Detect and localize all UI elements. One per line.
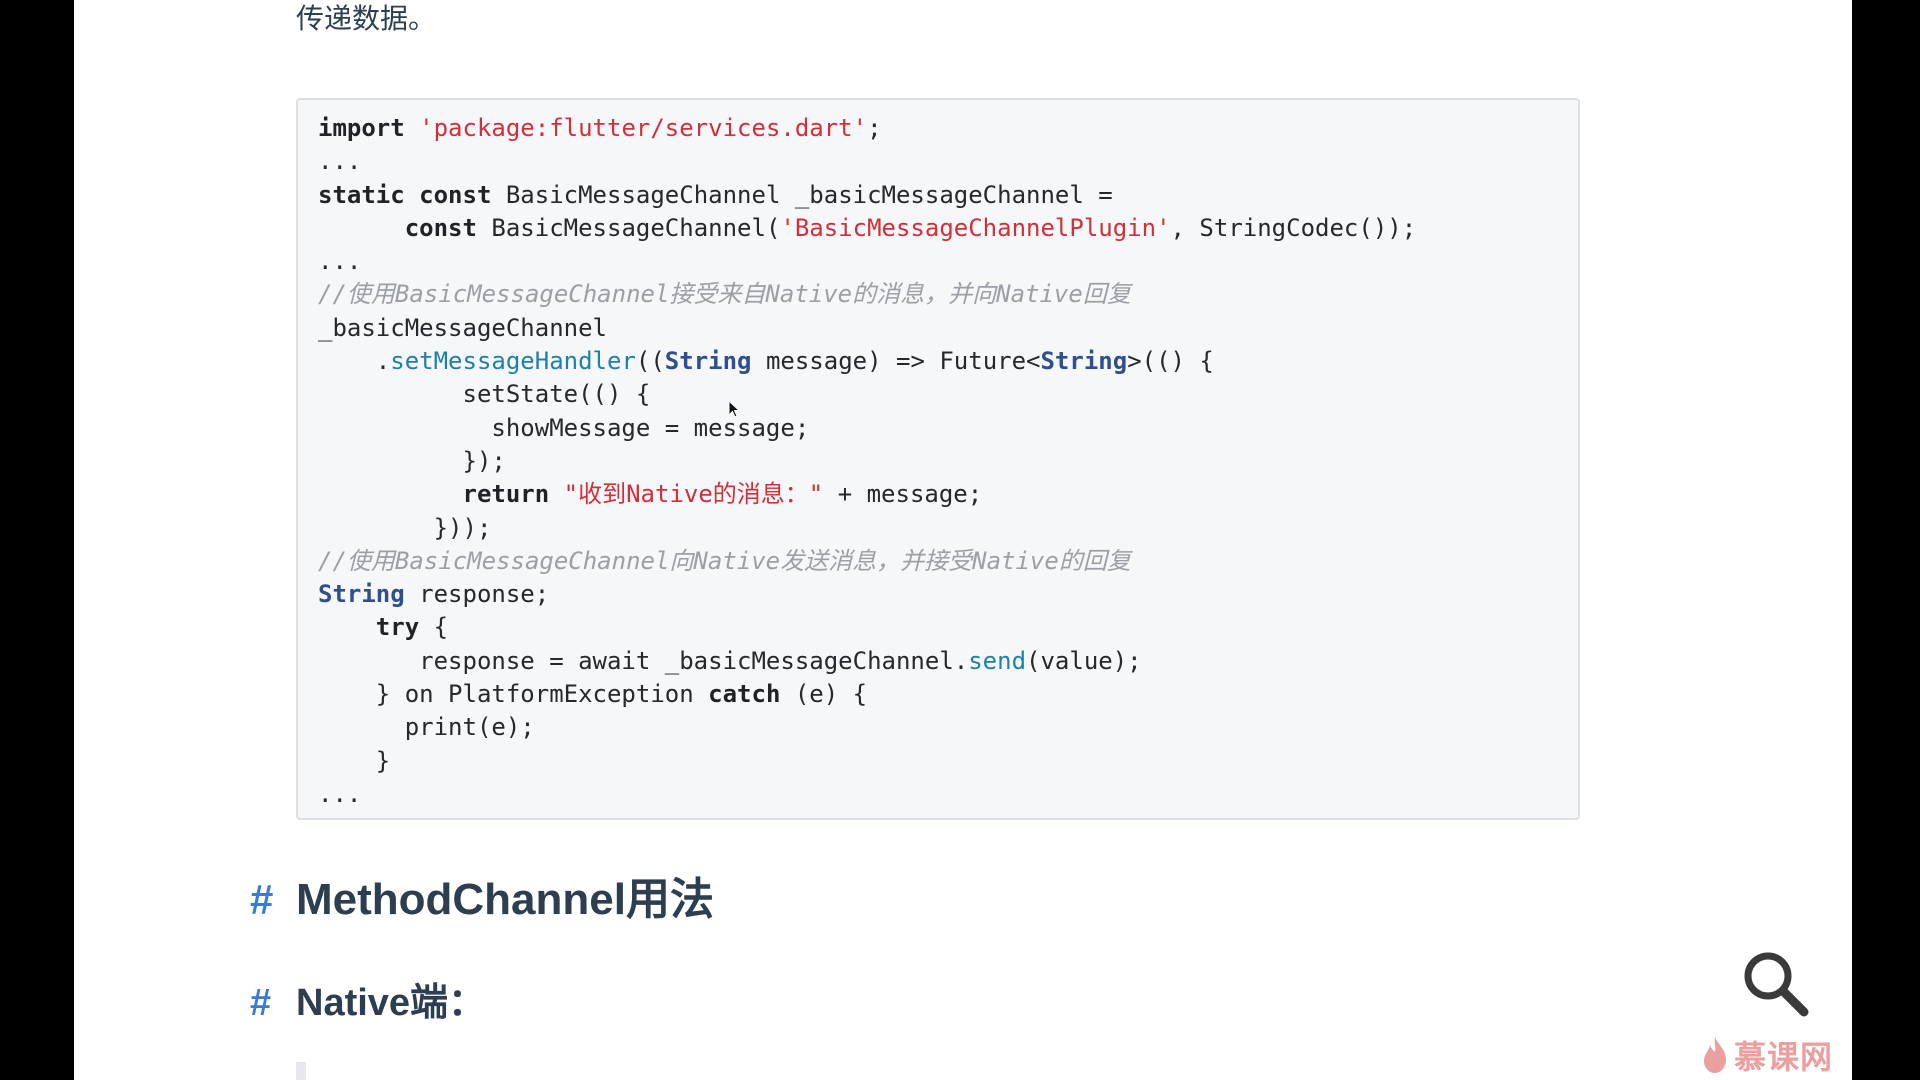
code-line: print(e);: [318, 711, 1416, 744]
code-token: {: [419, 613, 449, 642]
mouse-cursor-icon: [728, 400, 740, 418]
code-line: });: [318, 445, 1416, 478]
code-token: print(e);: [318, 713, 535, 742]
code-line: showMessage = message;: [318, 412, 1416, 445]
code-token: _basicMessageChannel: [318, 313, 607, 342]
code-lines: import 'package:flutter/services.dart';.…: [318, 112, 1416, 811]
code-line: }: [318, 745, 1416, 778]
document-page: 传递数据。 import 'package:flutter/services.d…: [74, 0, 1852, 1080]
code-token: ...: [318, 147, 362, 176]
code-token: send: [968, 646, 1027, 675]
code-token: setState(() {: [318, 380, 651, 409]
code-line: ...: [318, 778, 1416, 811]
code-token: 'package:flutter/services.dart': [419, 114, 868, 142]
heading-text: MethodChannel用法: [296, 875, 714, 924]
lead-paragraph: 传递数据。: [296, 2, 437, 35]
code-token: ;: [867, 114, 882, 142]
code-token: setMessageHandler: [390, 347, 636, 376]
code-token: import: [318, 114, 405, 142]
code-line: static const BasicMessageChannel _basicM…: [318, 179, 1416, 212]
code-line: response = await _basicMessageChannel.se…: [318, 645, 1416, 678]
watermark-logo: 慕课网: [1700, 1032, 1833, 1078]
code-line: setState(() {: [318, 378, 1416, 411]
code-line: _basicMessageChannel: [318, 312, 1416, 345]
code-line: //使用BasicMessageChannel向Native发送消息，并接受Na…: [318, 545, 1416, 578]
watermark-text: 慕课网: [1734, 1038, 1834, 1076]
code-line: try {: [318, 611, 1416, 644]
code-token: "收到Native的消息：": [563, 480, 824, 509]
code-token: .: [318, 347, 391, 376]
code-token: , StringCodec());: [1170, 213, 1417, 242]
code-token: response = await _basicMessageChannel.: [318, 646, 969, 675]
code-token: return: [462, 480, 550, 509]
code-token: [405, 114, 419, 142]
code-line: const BasicMessageChannel('BasicMessageC…: [318, 212, 1416, 245]
code-token: ((: [635, 347, 665, 376]
heading-anchor-link[interactable]: #: [250, 982, 272, 1024]
code-line: }));: [318, 512, 1416, 545]
code-token: 'BasicMessageChannelPlugin': [780, 213, 1171, 242]
code-token: message) => Future<: [751, 347, 1041, 376]
code-token: + message;: [823, 480, 983, 509]
code-token: [405, 181, 419, 209]
code-token: BasicMessageChannel(: [476, 213, 781, 242]
code-token: (value);: [1026, 646, 1142, 675]
code-token: >(() {: [1127, 347, 1214, 376]
code-token: static: [318, 180, 405, 209]
code-line: ...: [318, 145, 1416, 178]
code-token: try: [375, 613, 420, 642]
code-line: String response;: [318, 578, 1416, 611]
flame-icon: [1700, 1035, 1730, 1075]
code-token: }));: [318, 513, 492, 542]
code-token: const: [404, 213, 477, 242]
code-token: [549, 480, 563, 508]
heading-text: Native端：: [296, 982, 487, 1024]
subsection-heading-native: # Native端：: [250, 978, 487, 1028]
code-line: .setMessageHandler((String message) => F…: [318, 345, 1416, 378]
code-line: return "收到Native的消息：" + message;: [318, 478, 1416, 511]
code-line: } on PlatformException catch (e) {: [318, 678, 1416, 711]
code-token: (e) {: [780, 680, 868, 709]
code-token: [318, 613, 376, 641]
code-token: });: [318, 446, 506, 475]
code-token: ...: [318, 779, 362, 808]
code-token: String: [1040, 347, 1128, 376]
code-block: import 'package:flutter/services.dart';.…: [296, 98, 1580, 820]
search-icon[interactable]: [1740, 948, 1810, 1018]
code-token: const: [419, 180, 492, 209]
code-token: showMessage = message;: [318, 413, 810, 442]
code-token: //使用BasicMessageChannel接受来自Native的消息，并向N…: [318, 280, 1131, 309]
code-line: import 'package:flutter/services.dart';: [318, 112, 1416, 145]
code-token: String: [318, 580, 405, 609]
code-token: BasicMessageChannel _basicMessageChannel…: [491, 180, 1113, 209]
code-token: } on PlatformException: [318, 680, 709, 709]
next-code-block-edge: [296, 1062, 306, 1080]
code-line: ...: [318, 245, 1416, 278]
code-token: [318, 480, 463, 508]
section-heading-methodchannel: # MethodChannel用法: [250, 872, 714, 928]
code-token: String: [664, 347, 752, 376]
code-token: [318, 214, 405, 242]
code-token: response;: [404, 580, 550, 609]
code-token: //使用BasicMessageChannel向Native发送消息，并接受Na…: [318, 546, 1131, 575]
heading-anchor-link[interactable]: #: [250, 876, 274, 923]
code-token: catch: [708, 680, 781, 709]
code-line: //使用BasicMessageChannel接受来自Native的消息，并向N…: [318, 278, 1416, 311]
code-token: }: [318, 746, 391, 775]
code-token: ...: [318, 247, 362, 276]
